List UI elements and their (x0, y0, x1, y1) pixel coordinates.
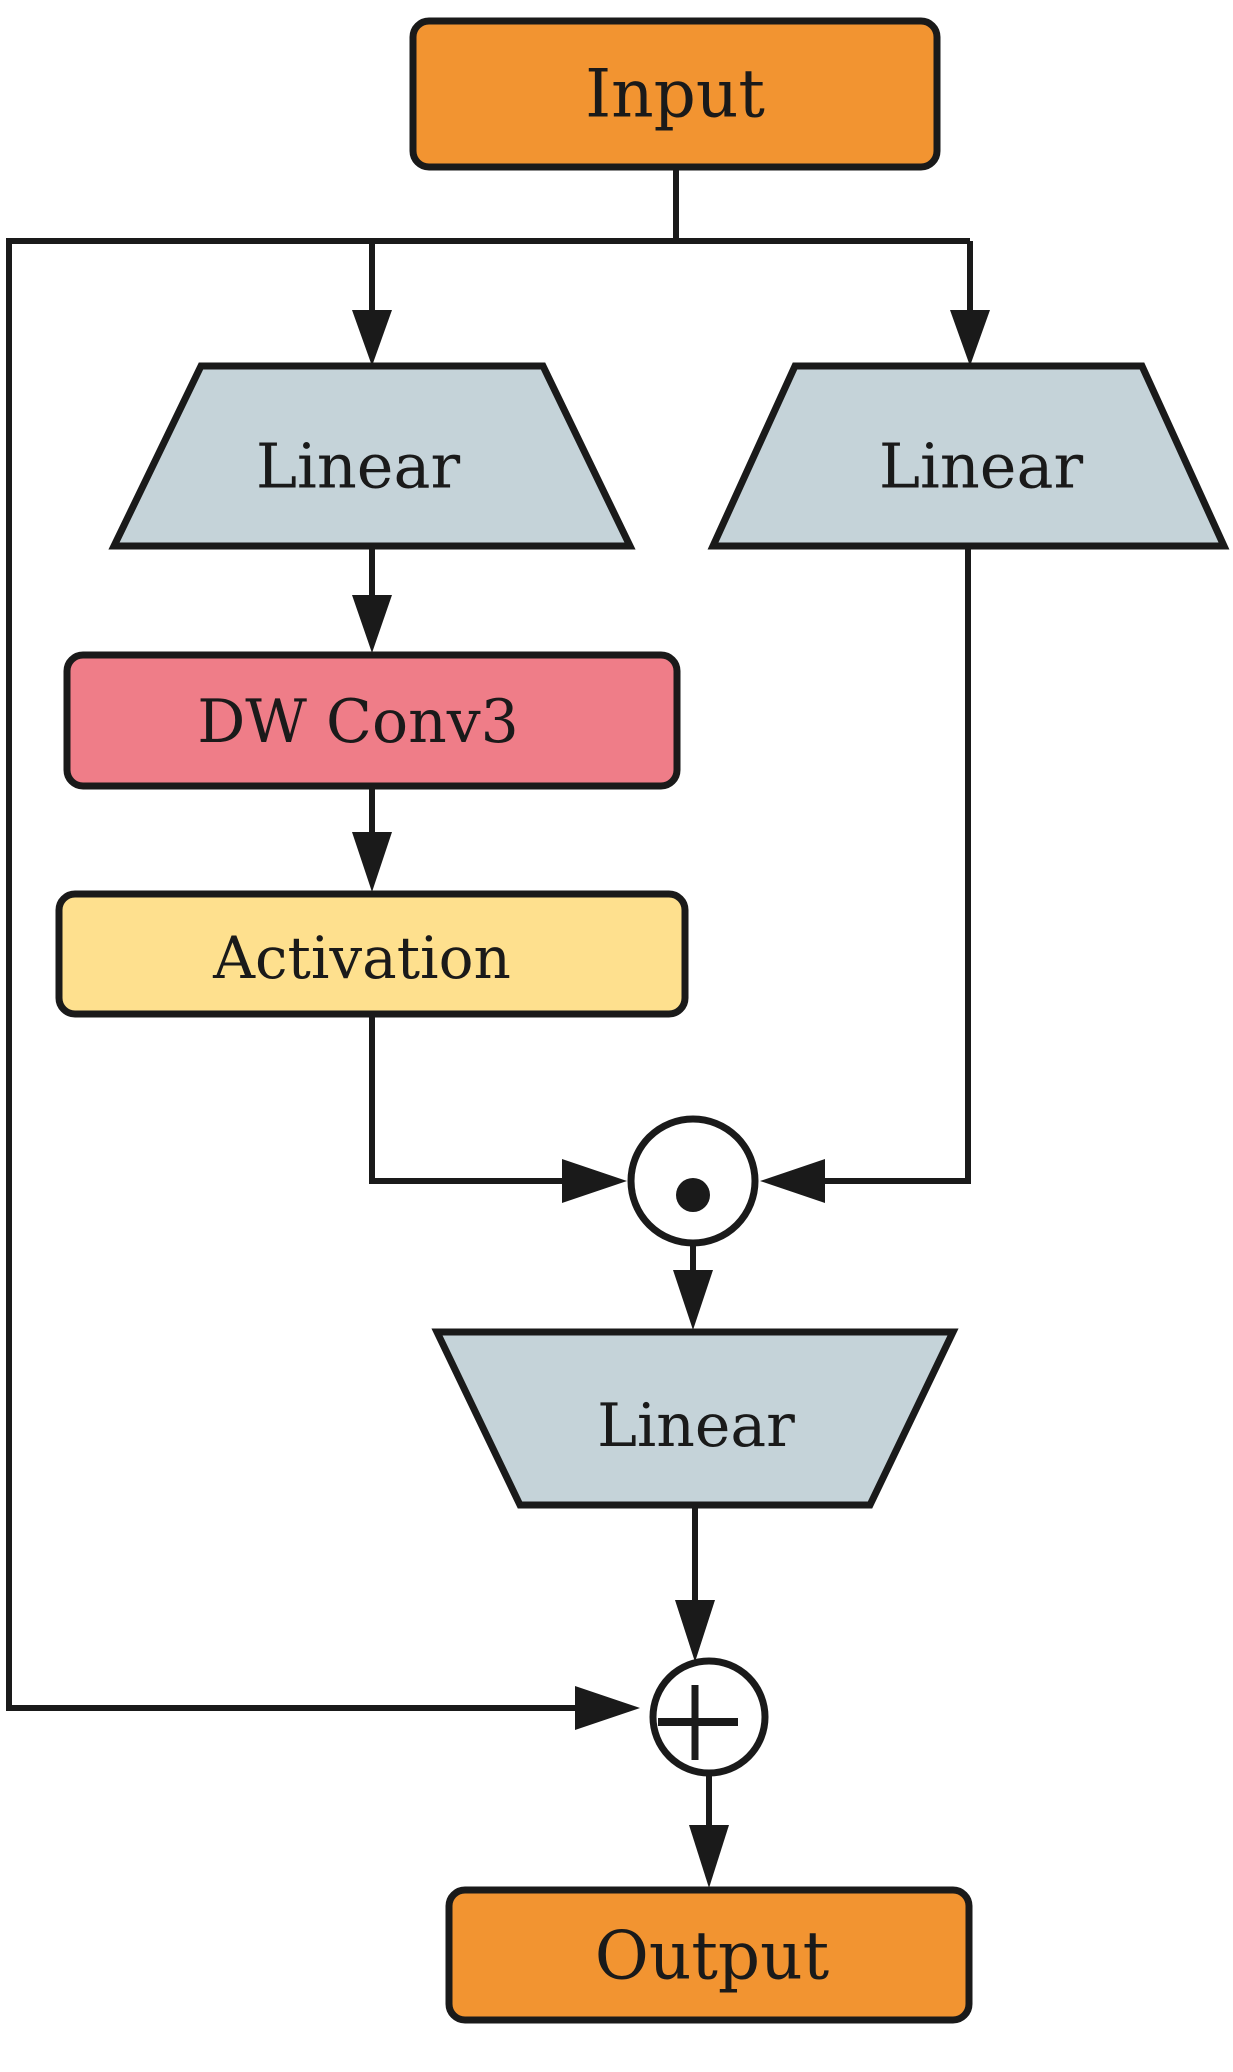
add-circle (649, 1657, 769, 1777)
node-linear-right: Linear (707, 362, 1230, 550)
arrowhead-linear-bottom (673, 1270, 713, 1330)
node-input: Input (409, 17, 941, 171)
arrowhead-output (689, 1825, 729, 1888)
input-label: Input (585, 56, 765, 133)
node-linear-left: Linear (108, 362, 636, 550)
linear-right-label: Linear (879, 430, 1084, 503)
node-add (649, 1657, 769, 1777)
node-output: Output (445, 1886, 973, 2024)
multiply-dot-icon (676, 1178, 710, 1212)
edge-linear-right-to-multiply (805, 548, 971, 1184)
dwconv-label: DW Conv3 (197, 687, 519, 757)
arrowhead-multiply-left (562, 1159, 627, 1203)
linear-left-shape (108, 362, 636, 550)
linear-bottom-shape (431, 1328, 959, 1509)
node-multiply (627, 1115, 759, 1247)
output-box (445, 1886, 973, 2024)
arrowhead-linear-right (950, 310, 990, 366)
node-dwconv: DW Conv3 (63, 651, 681, 790)
node-activation: Activation (55, 890, 689, 1018)
activation-box (55, 890, 689, 1018)
output-label: Output (595, 1918, 829, 1995)
arrowhead-linear-left (352, 310, 392, 366)
arrowhead-add (675, 1600, 715, 1662)
connectors (6, 169, 990, 1888)
arrowhead-dwconv (352, 595, 392, 653)
linear-bottom-label: Linear (597, 1391, 795, 1461)
linear-left-label: Linear (256, 430, 461, 503)
dwconv-box (63, 651, 681, 790)
arrowhead-multiply-right (760, 1159, 825, 1203)
linear-right-shape (707, 362, 1230, 550)
node-linear-bottom: Linear (431, 1328, 959, 1509)
edge-skip-connection (6, 238, 600, 1711)
arrowhead-skip (575, 1686, 640, 1730)
activation-label: Activation (212, 924, 511, 992)
input-box (409, 17, 941, 171)
arrowhead-activation (352, 832, 392, 892)
edge-activation-to-multiply (369, 1016, 580, 1184)
